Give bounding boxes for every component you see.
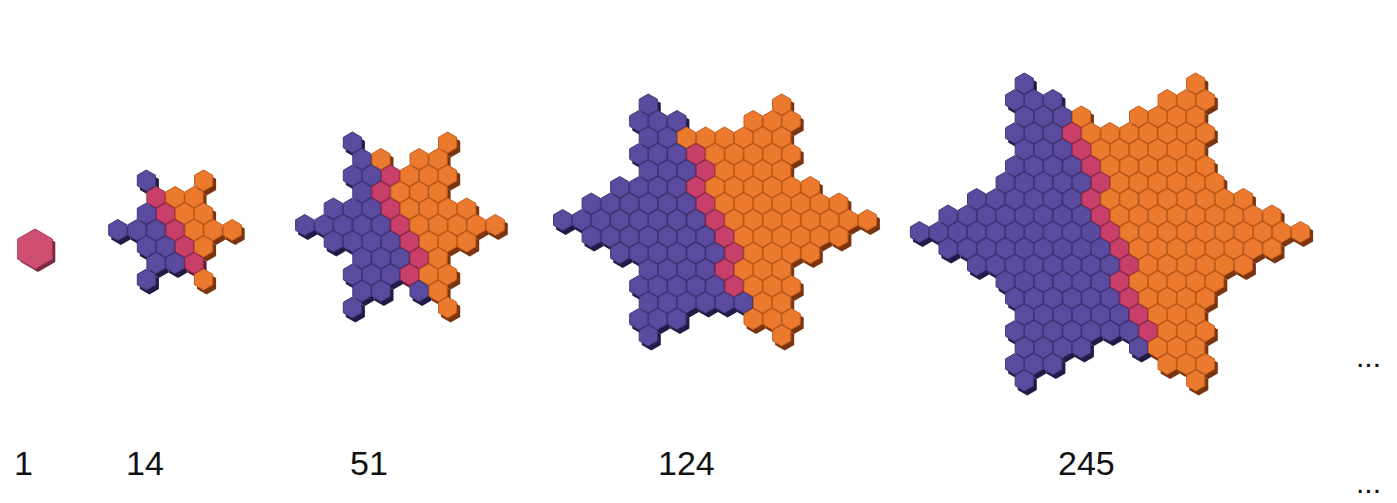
hexagon-cell [668,309,686,330]
continuation-mark: ... [1356,468,1381,498]
hexagon-cell [1187,370,1205,391]
hexagon-cell [18,229,53,269]
hexagon-cell [554,210,572,231]
hexagon-cell [696,292,714,313]
hexagon-cell [343,297,361,318]
hexagon-cell [1234,255,1252,276]
hexagon-cell [324,231,342,252]
hexagon-cell [830,226,848,247]
term-number: 1 [14,446,33,480]
continuation-mark: ... [1356,342,1381,372]
hexagon-cell [801,243,819,264]
hexagon-cell [1101,321,1119,342]
term-number: 124 [658,446,715,480]
hexagon-cell [939,238,957,259]
hexagon-cell [439,297,457,318]
hexagon-cell [1044,354,1062,375]
hexagon-cell [458,231,476,252]
hexagon-cell [410,281,428,302]
term-number: 14 [126,446,164,480]
hexagon-cell [109,220,127,241]
hexagon-cell [1291,222,1309,243]
hexagon-cell [1263,238,1281,259]
hexagon-cell [1158,354,1176,375]
hexagon-cell [486,215,504,236]
hexagon-cell [296,215,314,236]
hexagon-cell [195,269,213,290]
hexagon-cell [582,226,600,247]
hexagon-cell [968,255,986,276]
hexagon-cell [639,325,657,346]
hexagon-cell [744,309,762,330]
hexagon-cell [1015,370,1033,391]
hexagon-cell [137,269,155,290]
term-number: 245 [1058,446,1115,480]
hexagon-clusters [18,73,1313,396]
hexagon-cell [611,243,629,264]
hexagon-cell [715,292,733,313]
hexagon-cell [166,253,184,274]
hexagon-cell [858,210,876,231]
hexagon-cell [1072,337,1090,358]
hexagon-cell [1130,337,1148,358]
term-number: 51 [350,446,388,480]
hexagon-cell [372,281,390,302]
hexagon-cell [910,222,928,243]
hexagon-cell [773,325,791,346]
hexagon-cell [223,220,241,241]
